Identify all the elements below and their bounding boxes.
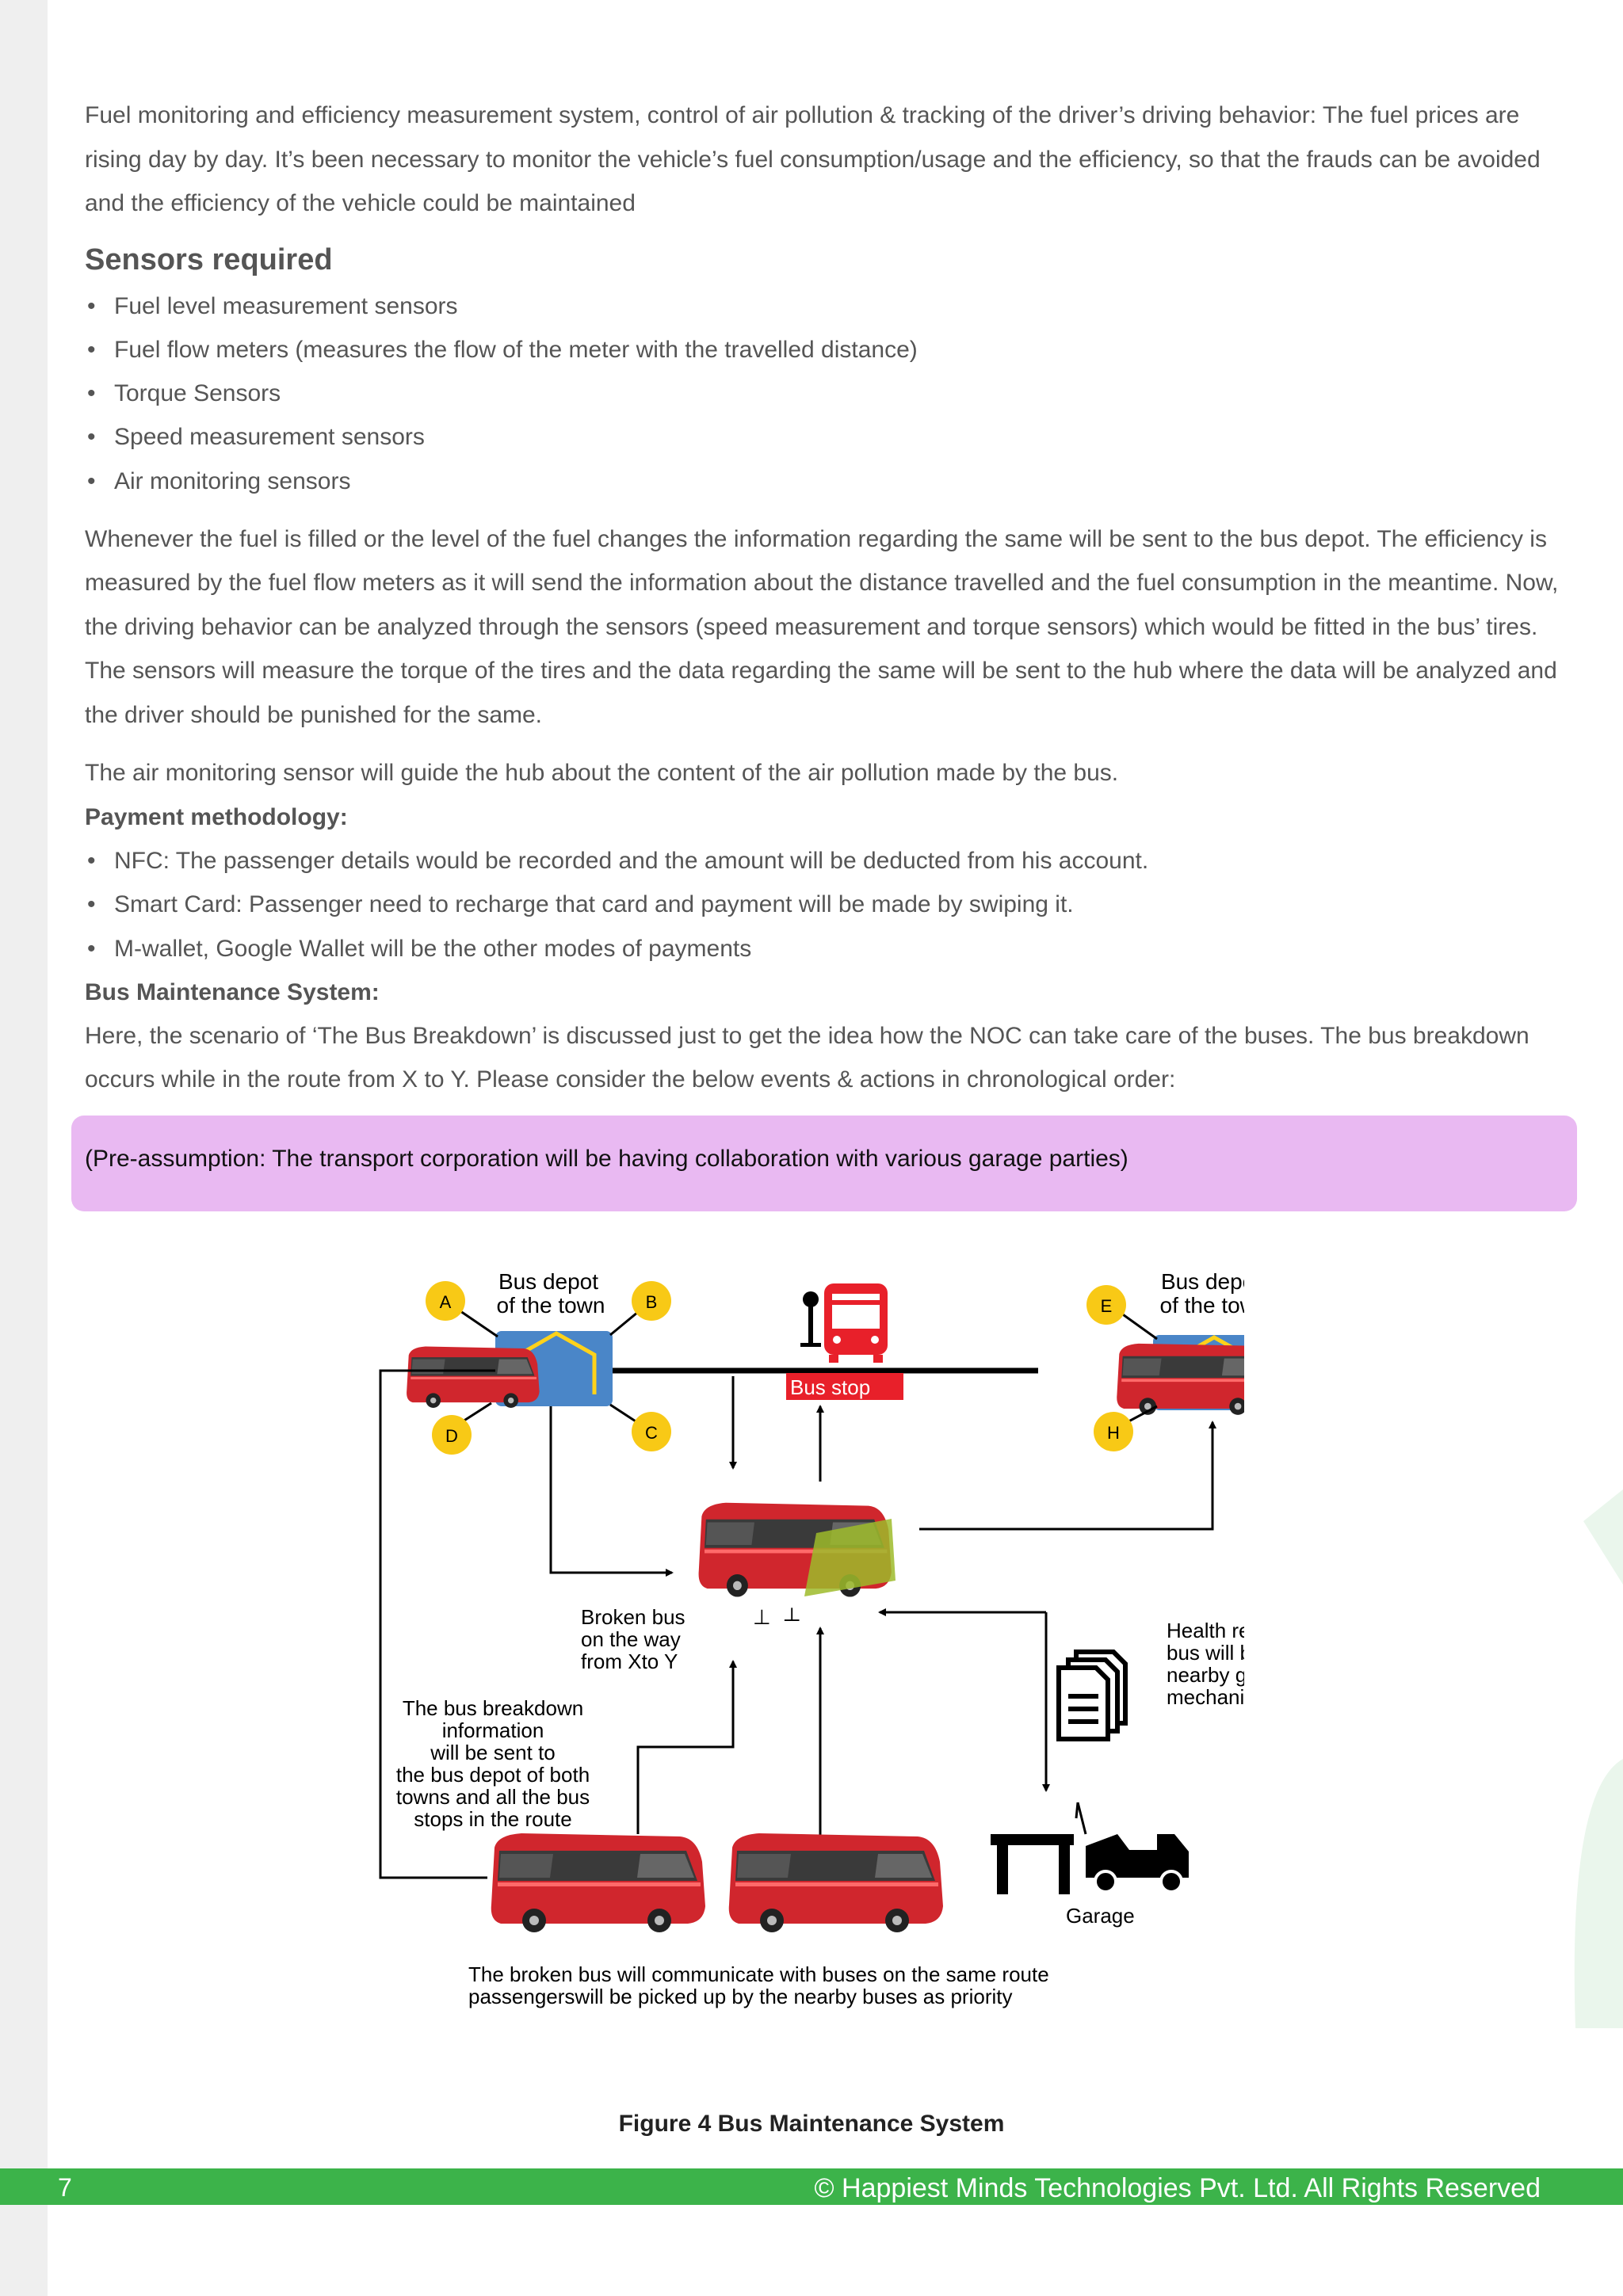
- broken-bus-label-3: from Xto Y: [581, 1650, 678, 1673]
- depot-node-group-right: E F G H: [1086, 1285, 1133, 1451]
- copyright-text: © Happiest Minds Technologies Pvt. Ltd. …: [814, 2173, 1541, 2203]
- wrench-icon: ⊥: [753, 1605, 771, 1629]
- left-margin-bar: [0, 0, 48, 2296]
- bus-stop-badge: [786, 1373, 903, 1400]
- broken-bus-label-2: on the way: [581, 1627, 681, 1651]
- list-item: Speed measurement sensors: [85, 415, 1583, 460]
- bus-maintenance-diagram: Bus depot of the town Bus depot of the t…: [379, 1269, 1244, 2008]
- depot-label-right-1: Bus depot: [1161, 1269, 1244, 1294]
- info-text-6: stops in the route: [414, 1807, 571, 1831]
- info-text-4: the bus depot of both: [396, 1763, 590, 1787]
- page-footer: 7 © Happiest Minds Technologies Pvt. Ltd…: [0, 2168, 1623, 2205]
- garage-label: Garage: [1066, 1904, 1135, 1928]
- info-text-1: The bus breakdown: [403, 1696, 583, 1720]
- sensors-heading: Sensors required: [85, 242, 333, 277]
- nearby-bus-2: [728, 1833, 943, 1932]
- payment-list: NFC: The passenger details would be reco…: [85, 839, 1583, 971]
- list-item: Smart Card: Passenger need to recharge t…: [85, 883, 1583, 927]
- figure-caption: Figure 4 Bus Maintenance System: [618, 2111, 1005, 2137]
- info-text-2: information: [442, 1718, 544, 1742]
- info-text-5: towns and all the bus: [396, 1785, 590, 1809]
- node-label: C: [645, 1423, 658, 1443]
- node-label: E: [1101, 1296, 1113, 1316]
- page-content: Fuel monitoring and efficiency measureme…: [85, 93, 1583, 1102]
- bus-stop-sign-icon: [800, 1291, 821, 1347]
- list-item: Fuel level measurement sensors: [85, 284, 1583, 329]
- list-item: M-wallet, Google Wallet will be the othe…: [85, 927, 1583, 971]
- info-text-3: will be sent to: [430, 1741, 556, 1764]
- list-item: Fuel flow meters (measures the flow of t…: [85, 328, 1583, 372]
- bottom-text-2: passengerswill be picked up by the nearb…: [468, 1985, 1013, 2008]
- bus-front-icon: [824, 1283, 888, 1363]
- fuel-paragraph: Whenever the fuel is filled or the level…: [85, 525, 1559, 728]
- health-report-1: Health report of the: [1167, 1619, 1244, 1642]
- payment-heading: Payment methodology:: [85, 803, 348, 830]
- depot-label-right-2: of the town: [1160, 1293, 1244, 1318]
- broken-bus: ⊥ ┴: [698, 1502, 896, 1631]
- depot-node-group-left: A B C D: [426, 1281, 671, 1455]
- node-label: A: [440, 1292, 452, 1312]
- depot-label-left-2: of the town: [497, 1293, 605, 1318]
- list-item: Torque Sensors: [85, 372, 1583, 416]
- pre-assumption-callout: (Pre-assumption: The transport corporati…: [71, 1116, 1577, 1211]
- node-label: H: [1107, 1423, 1120, 1443]
- page-number: 7: [58, 2173, 72, 2202]
- list-item: Air monitoring sensors: [85, 460, 1583, 504]
- health-report-3: nearby garage or the: [1167, 1663, 1244, 1687]
- health-report-4: mechanic: [1167, 1685, 1244, 1709]
- callout-text: (Pre-assumption: The transport corporati…: [85, 1146, 1128, 1172]
- workbench-icon: [991, 1834, 1074, 1894]
- maintenance-heading: Bus Maintenance System:: [85, 978, 380, 1005]
- maintenance-paragraph: Here, the scenario of ‘The Bus Breakdown…: [85, 1022, 1529, 1093]
- list-item: NFC: The passenger details would be reco…: [85, 839, 1583, 883]
- node-label: B: [646, 1292, 658, 1312]
- documents-icon: [1056, 1650, 1128, 1741]
- bottom-text-1: The broken bus will communicate with bus…: [468, 1962, 1049, 1986]
- sensors-list: Fuel level measurement sensors Fuel flow…: [85, 284, 1583, 504]
- depot-label-left-1: Bus depot: [498, 1269, 598, 1294]
- air-paragraph: The air monitoring sensor will guide the…: [85, 760, 1119, 787]
- bus-stop-label: Bus stop: [790, 1375, 870, 1399]
- node-label: D: [445, 1426, 458, 1446]
- jack-icon: ┴: [784, 1608, 800, 1631]
- bus-depot-left: [407, 1331, 613, 1408]
- broken-bus-label-1: Broken bus: [581, 1605, 685, 1629]
- nearby-bus-1: [491, 1833, 705, 1932]
- health-report-2: bus will be sent to the: [1167, 1641, 1244, 1665]
- decorative-logo-arc: [1574, 1489, 1623, 2028]
- bus-depot-right: [1117, 1335, 1244, 1415]
- tow-truck-icon: [1075, 1802, 1189, 1894]
- intro-paragraph: Fuel monitoring and efficiency measureme…: [85, 102, 1541, 216]
